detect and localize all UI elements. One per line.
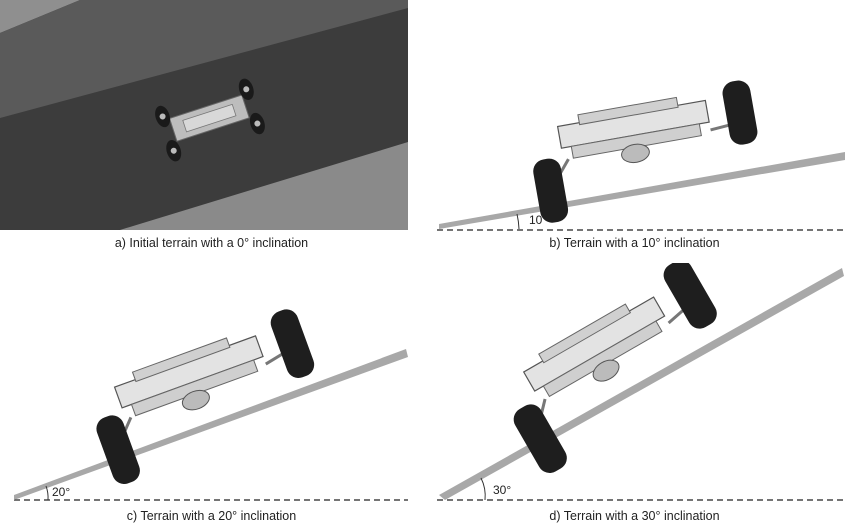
angle-arc: [45, 485, 49, 501]
angle-label: 30°: [493, 483, 511, 497]
terrain-slab-top: [0, 0, 408, 118]
rover-model-side-view: [533, 80, 758, 223]
terrain-bottom-face: [120, 142, 408, 230]
caption-d: d) Terrain with a 30° inclination: [549, 509, 720, 523]
slope-surface: [439, 268, 844, 500]
caption-b: b) Terrain with a 10° inclination: [549, 236, 720, 250]
slope-surface: [439, 152, 845, 229]
terrain-render-0deg: [0, 0, 408, 230]
panel-d: 30° d) Terrain with a 30° inclination: [423, 263, 846, 526]
caption-a: a) Initial terrain with a 0° inclination: [114, 236, 309, 250]
panel-b: 10° b) Terrain with a 10° inclination: [423, 0, 846, 263]
angle-arc: [480, 477, 486, 501]
panel-a: a) Initial terrain with a 0° inclination: [0, 0, 423, 263]
rover-model-side-view: [513, 263, 717, 473]
slope-diagram-10deg: 10°: [437, 80, 846, 231]
rover-model-top-view: [155, 78, 265, 162]
rover-model-side-view: [96, 309, 315, 485]
panel-c: 20° c) Terrain with a 20° inclination: [0, 263, 423, 526]
angle-label: 20°: [52, 485, 70, 499]
caption-c: c) Terrain with a 20° inclination: [126, 509, 297, 523]
slope-diagram-30deg: 30°: [437, 263, 846, 501]
slope-diagram-20deg: 20°: [14, 309, 408, 501]
angle-arc: [516, 213, 520, 230]
